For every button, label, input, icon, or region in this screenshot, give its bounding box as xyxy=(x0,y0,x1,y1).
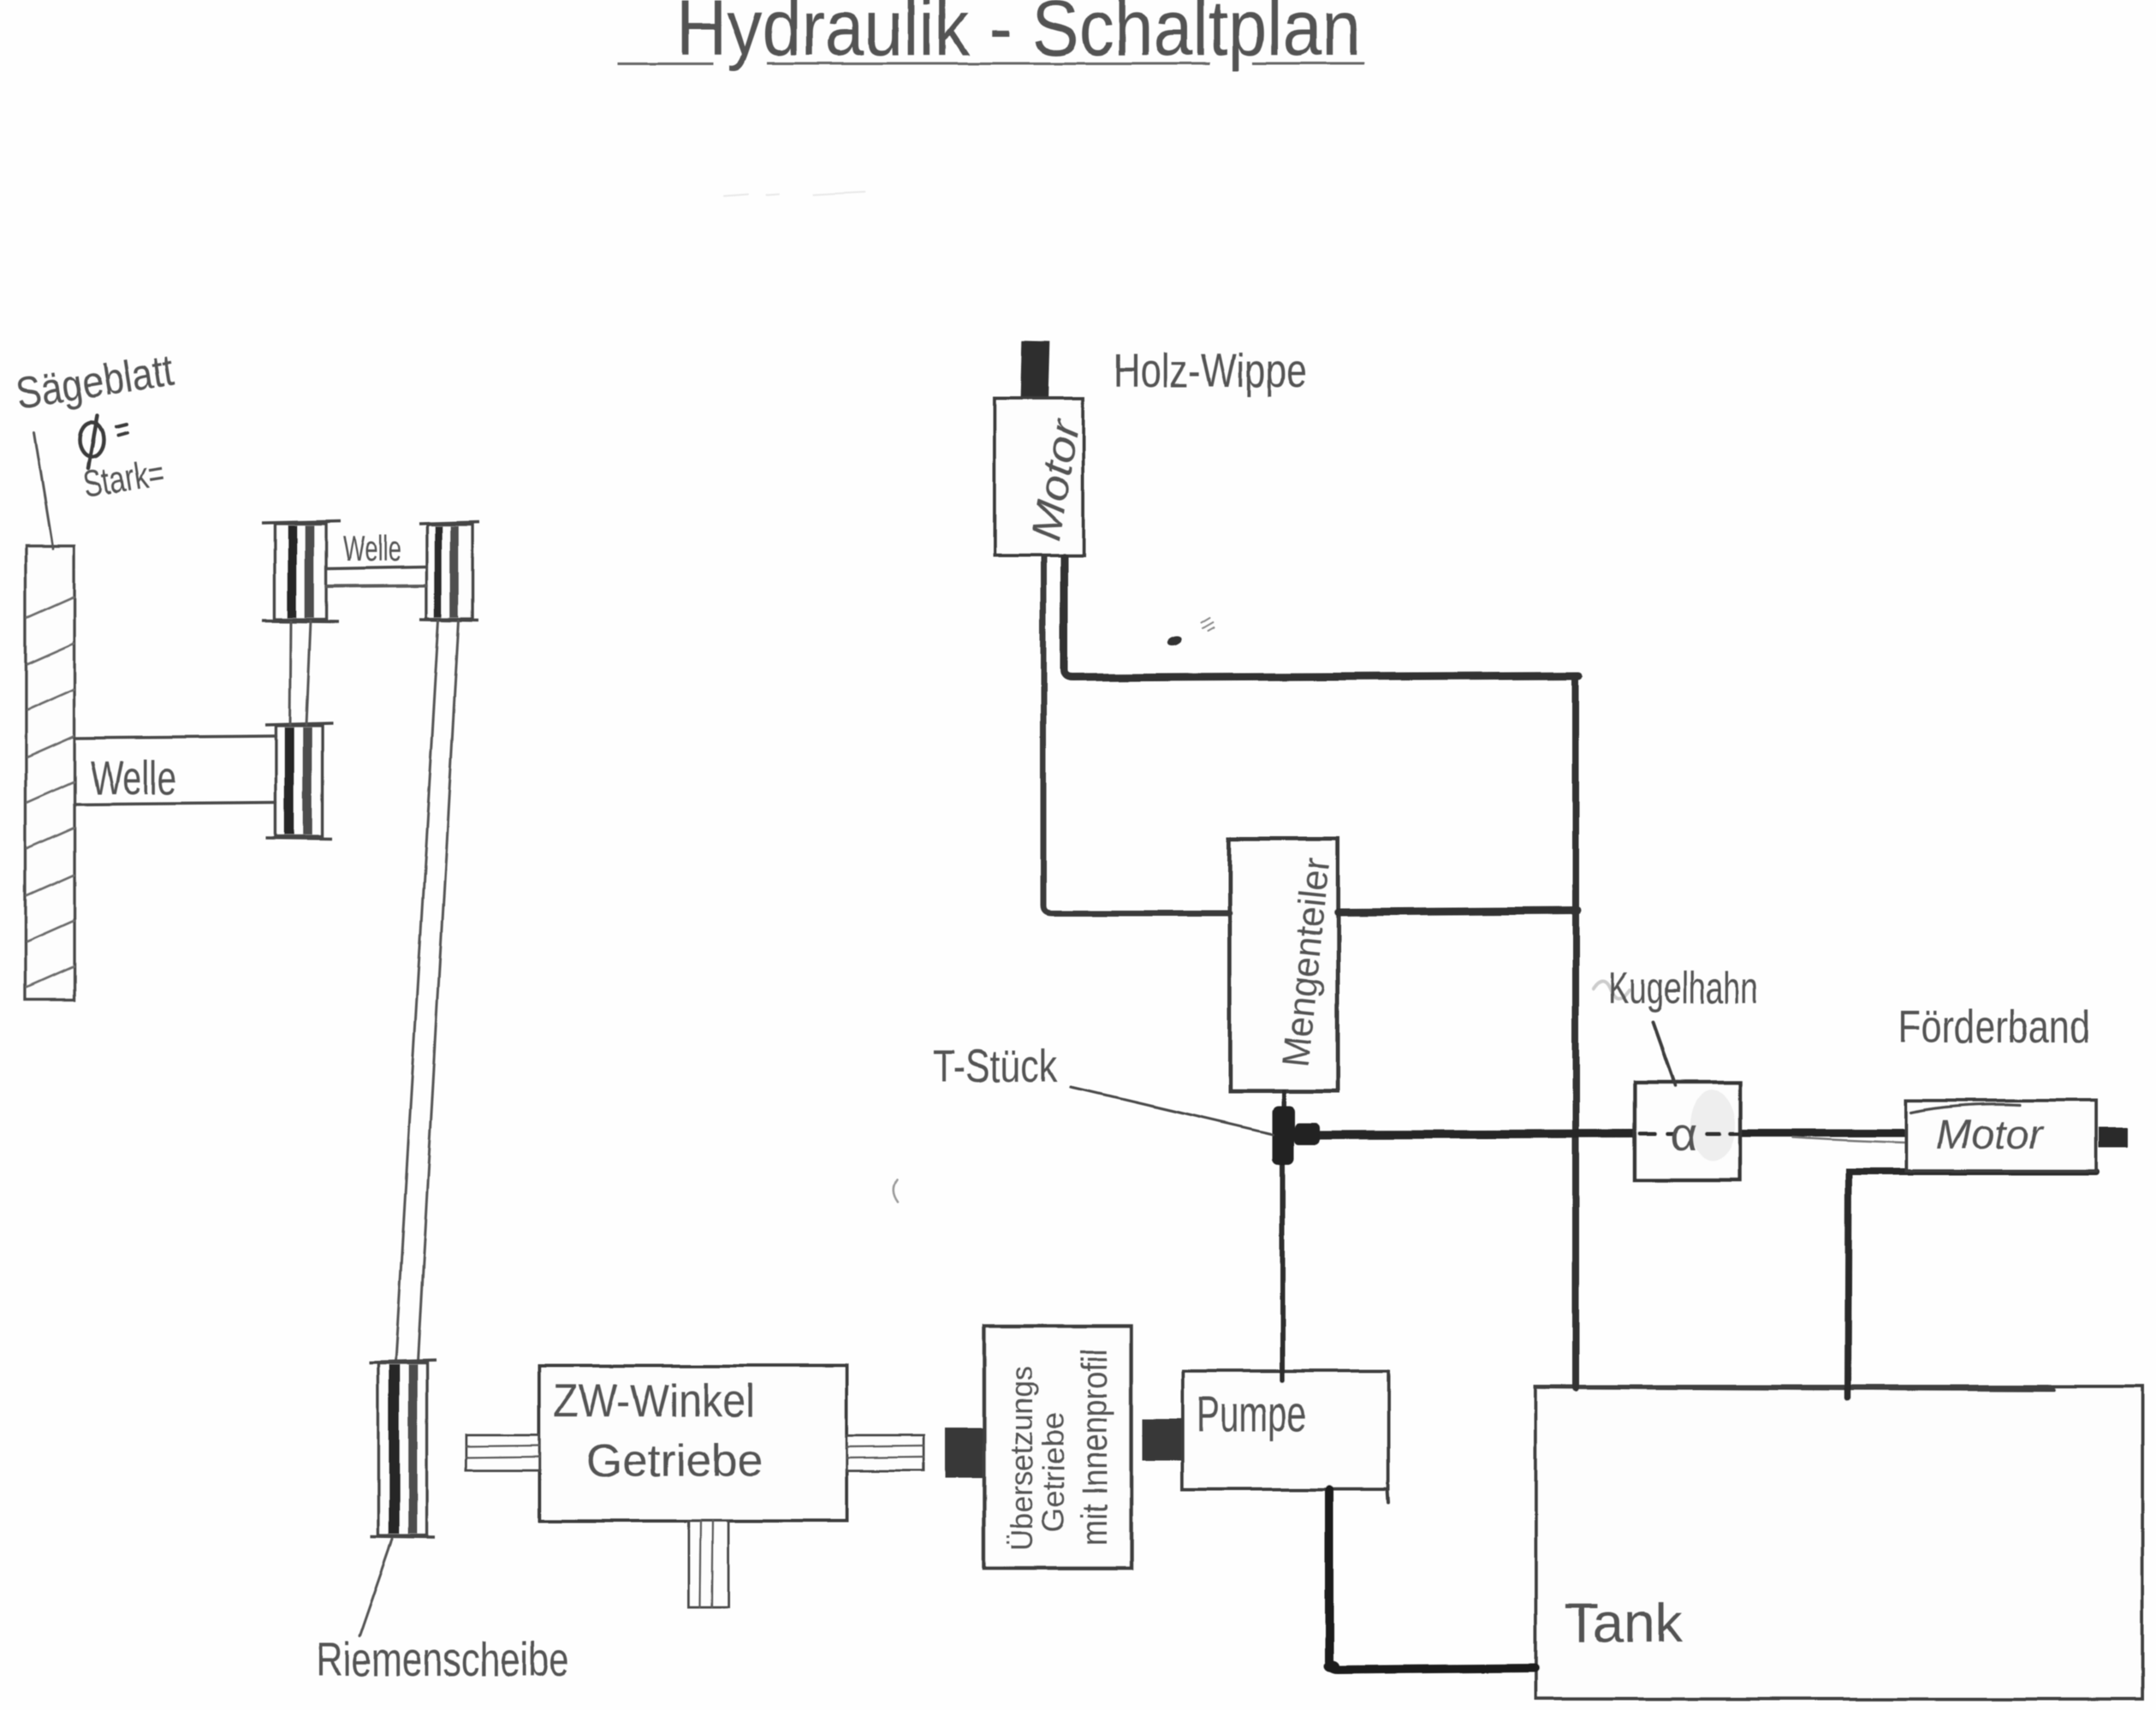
svg-text:Motor: Motor xyxy=(1936,1113,2045,1158)
svg-text:Stark=: Stark= xyxy=(80,452,167,506)
svg-text:Sägeblatt: Sägeblatt xyxy=(13,346,177,419)
svg-text:Welle: Welle xyxy=(343,528,401,568)
svg-text:T-Stück: T-Stück xyxy=(933,1041,1058,1092)
svg-text:Kugelhahn: Kugelhahn xyxy=(1608,964,1758,1013)
svg-text:Tank: Tank xyxy=(1565,1592,1684,1654)
svg-text:Hydraulik - Schaltplan: Hydraulik - Schaltplan xyxy=(676,0,1361,72)
svg-text:Getriebe: Getriebe xyxy=(1036,1412,1071,1532)
svg-text:Übersetzungs: Übersetzungs xyxy=(1004,1366,1039,1551)
svg-text:Riemenscheibe: Riemenscheibe xyxy=(317,1632,569,1686)
svg-text:ZW-Winkel: ZW-Winkel xyxy=(553,1375,755,1427)
svg-text:Pumpe: Pumpe xyxy=(1197,1386,1306,1442)
svg-text:α: α xyxy=(1671,1109,1697,1161)
svg-text:Holz-Wippe: Holz-Wippe xyxy=(1114,343,1307,397)
svg-text:mit Innenprofil: mit Innenprofil xyxy=(1074,1349,1114,1546)
svg-text:Welle: Welle xyxy=(91,751,176,805)
svg-text:Förderband: Förderband xyxy=(1898,1001,2090,1053)
svg-text:Getriebe: Getriebe xyxy=(586,1435,763,1487)
